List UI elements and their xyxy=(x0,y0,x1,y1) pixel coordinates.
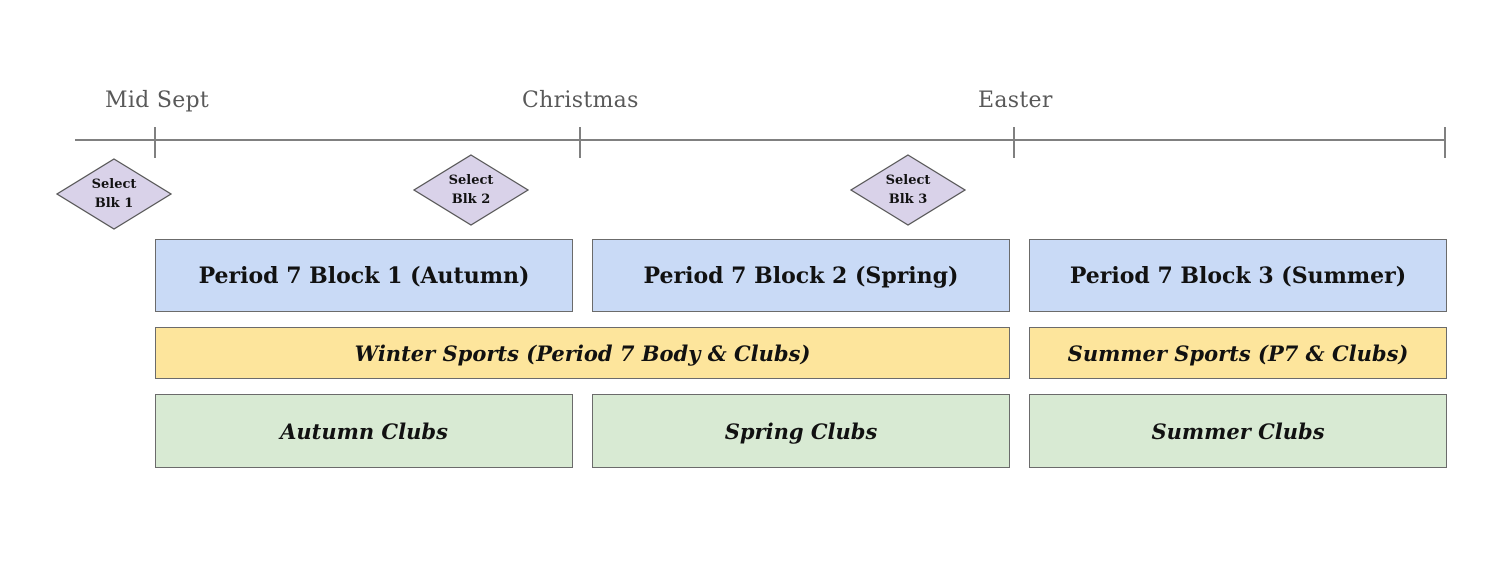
winter-sports-block: Winter Sports (Period 7 Body & Clubs) xyxy=(155,327,1010,379)
timeline-label-christmas: Christmas xyxy=(522,88,639,113)
summer-clubs-block: Summer Clubs xyxy=(1029,394,1447,468)
autumn-clubs-block: Autumn Clubs xyxy=(155,394,573,468)
summer-sports-block: Summer Sports (P7 & Clubs) xyxy=(1029,327,1447,379)
timeline-tick-christmas xyxy=(579,127,581,158)
timeline-tick-mid-sept xyxy=(154,127,156,158)
timeline-label-mid-sept: Mid Sept xyxy=(105,88,210,113)
timeline-label-easter: Easter xyxy=(978,88,1053,113)
select-block-1-diamond: Select Blk 1 xyxy=(56,158,172,230)
period7-block-2: Period 7 Block 2 (Spring) xyxy=(592,239,1010,312)
diamond-shape xyxy=(850,154,966,226)
diamond-shape xyxy=(56,158,172,230)
spring-clubs-block: Spring Clubs xyxy=(592,394,1010,468)
timeline-tick-end xyxy=(1444,127,1446,158)
period7-block-3: Period 7 Block 3 (Summer) xyxy=(1029,239,1447,312)
diamond-shape xyxy=(413,154,529,226)
select-block-1-text: Select Blk 1 xyxy=(91,177,137,211)
select-block-2-diamond: Select Blk 2 xyxy=(413,154,529,226)
timeline-tick-easter xyxy=(1013,127,1015,158)
period7-block-1: Period 7 Block 1 (Autumn) xyxy=(155,239,573,312)
select-block-3-text: Select Blk 3 xyxy=(885,173,931,207)
timeline-axis xyxy=(75,139,1446,141)
select-block-2-text: Select Blk 2 xyxy=(448,173,494,207)
select-block-3-diamond: Select Blk 3 xyxy=(850,154,966,226)
